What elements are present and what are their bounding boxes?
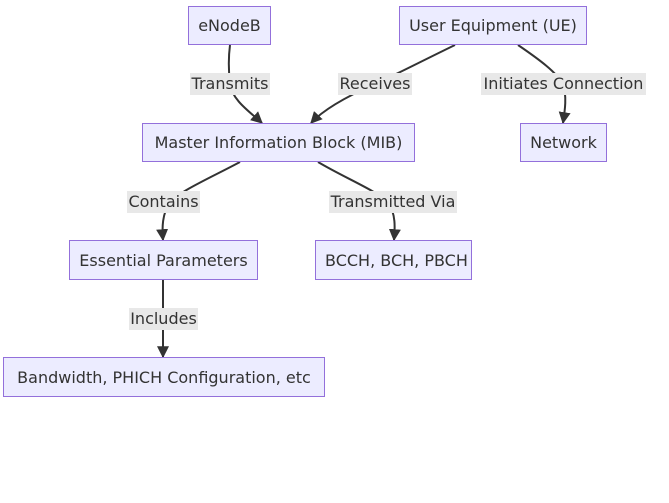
node-network: Network bbox=[520, 123, 607, 162]
edge-label-receives: Receives bbox=[338, 73, 412, 95]
node-mib-label: Master Information Block (MIB) bbox=[154, 133, 403, 152]
edge-label-transmitted-via: Transmitted Via bbox=[329, 191, 457, 213]
node-user-equipment-label: User Equipment (UE) bbox=[409, 16, 577, 35]
edge-label-includes: Includes bbox=[129, 308, 198, 330]
node-mib: Master Information Block (MIB) bbox=[142, 123, 415, 162]
edge-label-transmits: Transmits bbox=[190, 73, 270, 95]
node-enodeb-label: eNodeB bbox=[198, 16, 261, 35]
node-network-label: Network bbox=[530, 133, 597, 152]
node-bandwidth-label: Bandwidth, PHICH Configuration, etc bbox=[17, 367, 311, 387]
node-bandwidth: Bandwidth, PHICH Configuration, etc bbox=[3, 357, 325, 397]
node-channels-label: BCCH, BCH, PBCH bbox=[325, 250, 468, 270]
node-essential-parameters: Essential Parameters bbox=[69, 240, 258, 280]
node-user-equipment: User Equipment (UE) bbox=[399, 6, 587, 45]
edge-label-contains: Contains bbox=[127, 191, 200, 213]
node-essential-parameters-label: Essential Parameters bbox=[79, 250, 248, 270]
node-enodeb: eNodeB bbox=[188, 6, 271, 45]
edge-label-initiates-connection: Initiates Connection bbox=[481, 73, 646, 95]
node-channels: BCCH, BCH, PBCH bbox=[315, 240, 472, 280]
